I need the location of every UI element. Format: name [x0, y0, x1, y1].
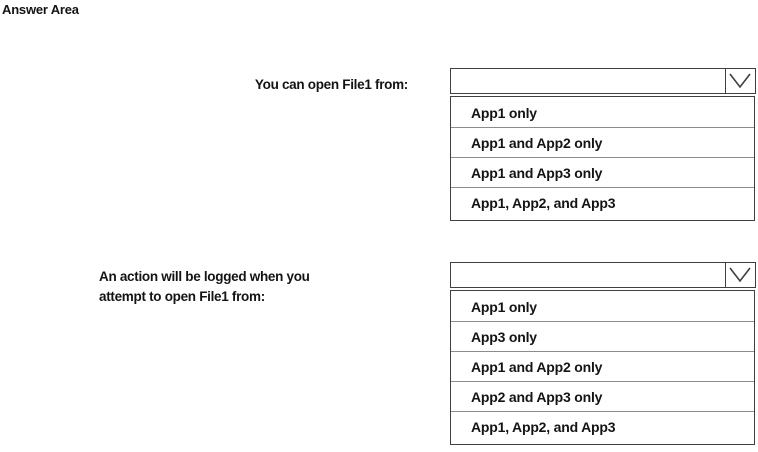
dropdown-2-option[interactable]: App1 only — [451, 292, 754, 322]
page-title: Answer Area — [2, 2, 79, 17]
dropdown-1-option[interactable]: App1 and App3 only — [451, 158, 754, 188]
dropdown-1-option[interactable]: App1 and App2 only — [451, 128, 754, 158]
chevron-down-icon[interactable] — [724, 67, 756, 94]
dropdown-2-option[interactable]: App3 only — [451, 322, 754, 352]
dropdown-1-option-list[interactable]: App1 only App1 and App2 only App1 and Ap… — [450, 96, 755, 221]
dropdown-1-option[interactable]: App1, App2, and App3 — [451, 188, 754, 218]
question-label-2-line-1: An action will be logged when you — [99, 269, 310, 284]
answer-dropdown-1[interactable]: App1 only App1 and App2 only App1 and Ap… — [450, 67, 756, 221]
question-label-1: You can open File1 from: — [100, 75, 408, 95]
dropdown-2-option-list[interactable]: App1 only App3 only App1 and App2 only A… — [450, 290, 755, 445]
dropdown-1-selected-value — [451, 69, 754, 73]
answer-dropdown-2[interactable]: App1 only App3 only App1 and App2 only A… — [450, 261, 756, 445]
dropdown-1-option[interactable]: App1 only — [451, 98, 754, 128]
question-label-2: An action will be logged when you attemp… — [99, 267, 429, 307]
dropdown-2-option[interactable]: App1 and App2 only — [451, 352, 754, 382]
question-label-2-line-2: attempt to open File1 from: — [99, 289, 265, 304]
dropdown-1-header[interactable] — [450, 67, 756, 94]
chevron-down-icon[interactable] — [724, 261, 756, 288]
dropdown-2-selected-value — [451, 263, 754, 267]
dropdown-2-option[interactable]: App1, App2, and App3 — [451, 412, 754, 442]
question-label-1-line-1: You can open File1 from: — [254, 77, 408, 92]
dropdown-2-option[interactable]: App2 and App3 only — [451, 382, 754, 412]
dropdown-2-header[interactable] — [450, 261, 756, 288]
